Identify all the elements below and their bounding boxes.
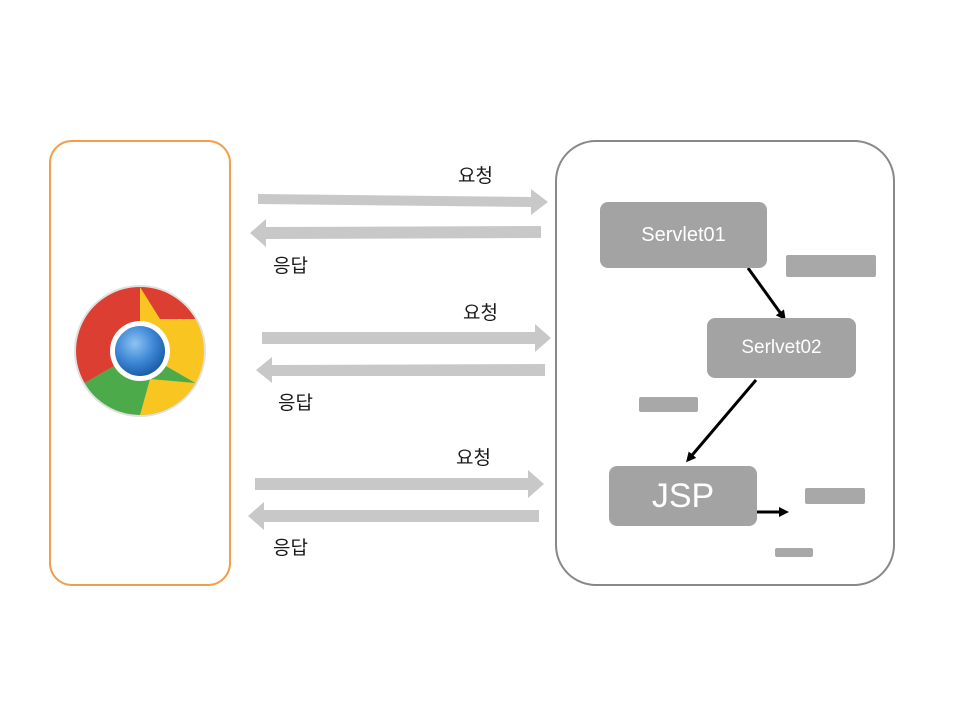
client-box: [49, 140, 231, 586]
response-arrow-1: [250, 219, 541, 247]
request-label-2: 요청: [463, 302, 498, 324]
jsp-node: JSP: [609, 466, 757, 526]
response-label-3: 응답: [273, 537, 308, 559]
placeholder-bar: [639, 397, 698, 412]
flow-arrow-servlet01-to-servlet02: [746, 267, 786, 321]
jsp-label: JSP: [651, 476, 715, 515]
request-label-1: 요청: [458, 165, 493, 187]
request-label-3: 요청: [456, 447, 491, 469]
response-arrow-2: [256, 357, 545, 383]
placeholder-bar: [786, 255, 876, 277]
placeholder-bar: [775, 548, 813, 557]
servlet01-label: Servlet01: [641, 223, 726, 246]
response-label-2: 응답: [278, 392, 313, 414]
response-arrow-3: [248, 502, 539, 530]
chrome-icon: [74, 285, 206, 417]
flow-arrow-servlet02-to-jsp: [686, 379, 758, 463]
request-arrow-2: [262, 324, 551, 352]
placeholder-bar: [805, 488, 865, 504]
server-box: [555, 140, 895, 586]
request-arrow-1: [258, 189, 548, 215]
request-arrow-3: [255, 470, 544, 498]
servlet01-node: Servlet01: [600, 202, 767, 268]
servlet02-label: Serlvet02: [741, 337, 822, 358]
servlet02-node: Serlvet02: [707, 318, 856, 378]
response-label-1: 응답: [273, 255, 308, 277]
